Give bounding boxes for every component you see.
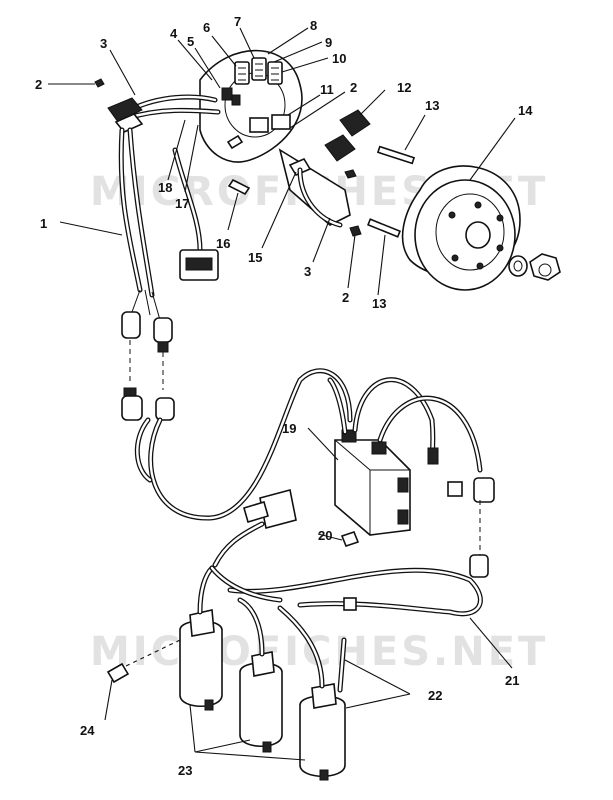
callout-22: 22 [428,688,442,703]
callout-5: 5 [187,34,194,49]
callout-3-bottom: 3 [304,264,311,279]
callout-15: 15 [248,250,262,265]
callout-20: 20 [318,528,332,543]
callout-1: 1 [40,216,47,231]
callout-24: 24 [80,723,95,738]
callout-21: 21 [505,673,519,688]
callout-2-bottom: 2 [342,290,349,305]
leader-lines [48,27,516,761]
stator-connectors [121,289,175,421]
callout-labels: 1 2 2 2 3 3 4 5 6 7 8 9 10 11 12 13 13 1… [35,14,533,778]
callout-13-bottom: 13 [372,296,386,311]
pulser-bracket [278,109,371,228]
callout-19: 19 [282,421,296,436]
ignition-coils [179,565,347,781]
callout-6: 6 [203,20,210,35]
stator-harness [107,94,221,298]
callout-23: 23 [178,763,192,778]
callout-10: 10 [332,51,346,66]
callout-4: 4 [170,26,178,41]
ground-wire [227,500,489,617]
callout-7: 7 [234,14,241,29]
callout-18: 18 [158,180,172,195]
stator-assembly [199,49,303,163]
callout-11: 11 [320,82,334,97]
callout-3-top: 3 [100,36,107,51]
callout-14: 14 [518,103,533,118]
callout-2-right: 2 [350,80,357,95]
coil-bolt [106,639,181,684]
callout-17: 17 [175,196,189,211]
main-harness [134,368,353,521]
callout-2-top: 2 [35,77,42,92]
callout-12: 12 [397,80,411,95]
fasteners [94,78,416,238]
flywheel [401,165,561,291]
callout-8: 8 [310,18,317,33]
callout-13-top: 13 [425,98,439,113]
callout-9: 9 [325,35,332,50]
cdi-module [327,377,495,536]
spark-plug-cap [212,489,360,568]
callout-16: 16 [216,236,230,251]
